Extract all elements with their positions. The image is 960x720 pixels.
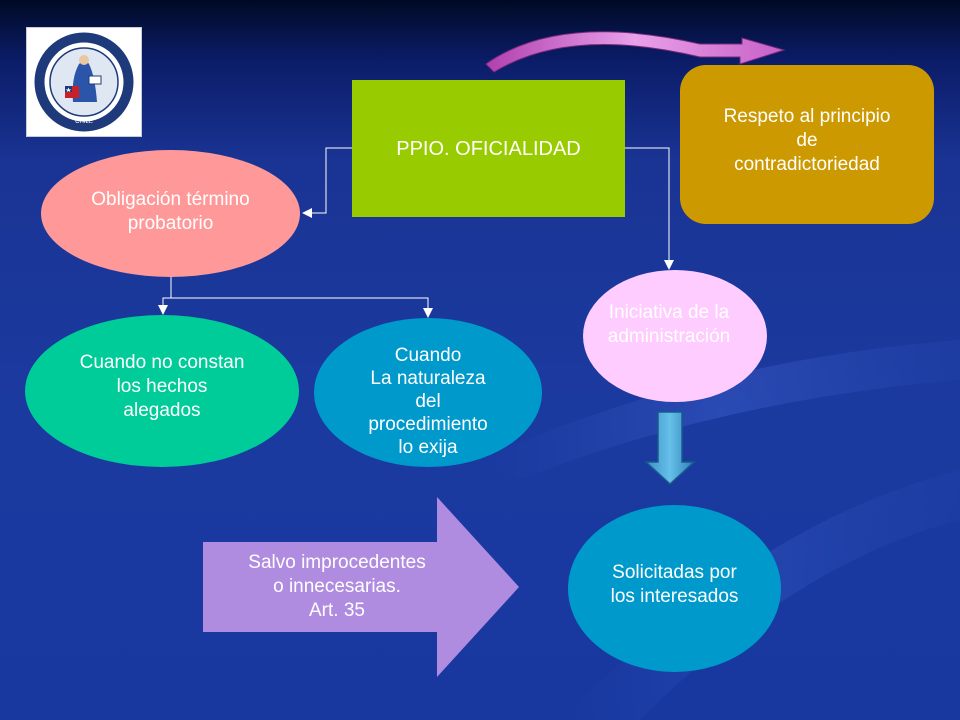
connector-obligacion-to-constan xyxy=(158,277,172,315)
node-ppio-label: PPIO. OFICIALIDAD xyxy=(396,137,581,160)
connector-ppio-to-obligacion xyxy=(302,147,352,218)
node-obligacion-termino: Obligación término probatorio xyxy=(41,150,300,277)
node-respeto-label: Respeto al principio de contradictorieda… xyxy=(723,105,891,175)
node-salvo-label: Salvo improcedentes o innecesarias. Art.… xyxy=(248,552,426,621)
node-solicitadas-label: Solicitadas por los interesados xyxy=(610,561,739,607)
node-iniciativa-administracion: Iniciativa de la administración xyxy=(583,270,767,402)
node-naturaleza-label: Cuando La naturaleza del procedimiento l… xyxy=(368,345,488,458)
connector-obligacion-to-naturaleza xyxy=(171,297,433,318)
node-iniciativa-label: Iniciativa de la administración xyxy=(607,302,731,347)
node-salvo-improcedentes: Salvo improcedentes o innecesarias. Art.… xyxy=(202,542,472,632)
down-arrow-icon xyxy=(644,411,696,486)
node-cuando-no-constan: Cuando no constan los hechos alegados xyxy=(25,315,299,467)
node-respeto-contradictoriedad: Respeto al principio de contradictorieda… xyxy=(680,65,934,224)
node-solicitadas-interesados: Solicitadas por los interesados xyxy=(568,505,781,672)
contraloria-logo: CHILE xyxy=(26,27,142,137)
node-ppio-oficialidad: PPIO. OFICIALIDAD xyxy=(352,80,625,217)
node-obligacion-label: Obligación término probatorio xyxy=(91,188,250,234)
svg-text:CHILE: CHILE xyxy=(75,119,93,125)
seal-icon: CHILE xyxy=(34,32,134,132)
node-naturaleza-procedimiento: Cuando La naturaleza del procedimiento l… xyxy=(314,318,542,467)
connector-ppio-to-iniciativa xyxy=(625,147,674,270)
node-constan-label: Cuando no constan los hechos alegados xyxy=(79,352,245,421)
